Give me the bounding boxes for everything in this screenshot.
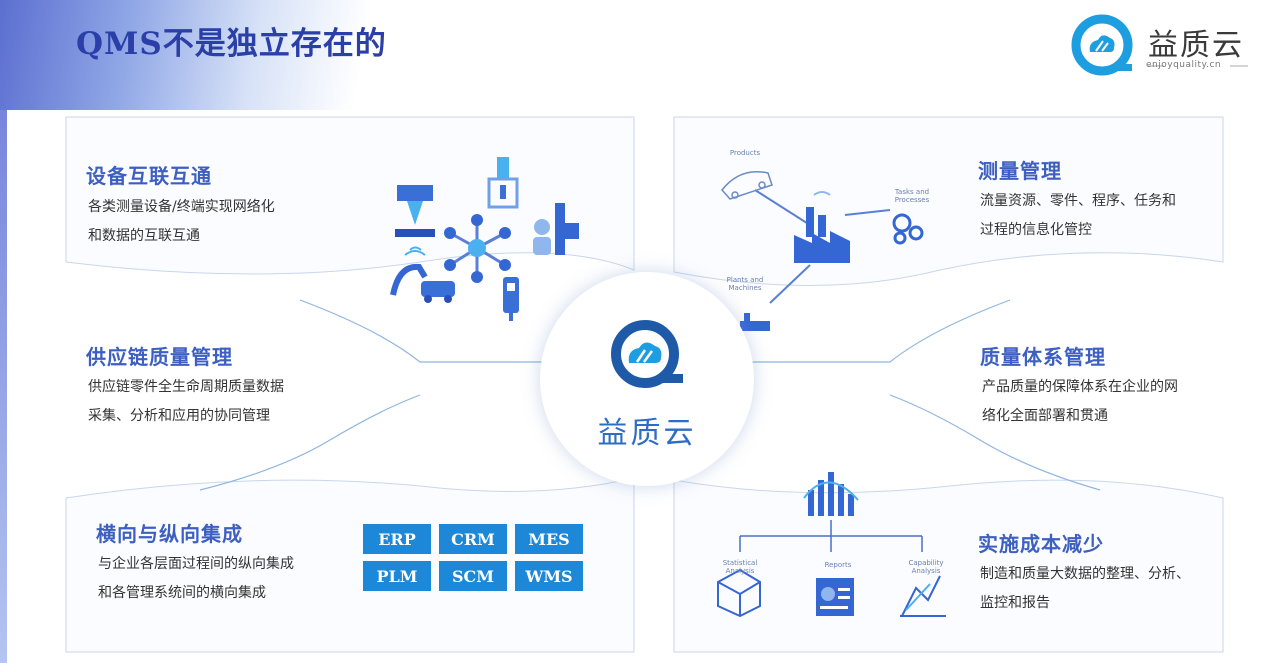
desc-line: 各类测量设备/终端实现网络化	[88, 199, 275, 215]
probe-machine-icon	[487, 157, 519, 209]
system-box-mes: MES	[515, 524, 583, 554]
logo-name: 益质云	[1148, 28, 1244, 63]
node-icon	[499, 259, 511, 271]
desc-line: 和数据的互联互通	[88, 228, 200, 244]
label-statistical: Statistical Analysis	[722, 559, 758, 575]
gears-icon	[892, 213, 924, 245]
product-car-icon	[721, 171, 773, 200]
central-hub: 益质云	[540, 272, 754, 486]
node-icon	[444, 227, 456, 239]
label-products: Products	[729, 149, 761, 157]
section-title-quality-system: 质量体系管理	[980, 345, 1106, 369]
brand-logo	[1071, 14, 1248, 76]
label-plants: Plants and Machines	[726, 276, 764, 292]
desc-line: 与企业各层面过程间的纵向集成	[98, 556, 294, 572]
robot-car-icon	[390, 246, 455, 303]
analytics-illustration	[717, 472, 946, 618]
section-title-supply: 供应链质量管理	[86, 345, 233, 369]
statistical-cube-icon	[717, 568, 761, 618]
section-desc-measurement: 流量资源、零件、程序、任务和 过程的信息化管控	[980, 187, 1230, 245]
hub-node-icon	[468, 239, 486, 257]
desc-line: 供应链零件全生命周期质量数据	[88, 379, 284, 395]
section-desc-cost: 制造和质量大数据的整理、分析、 监控和报告	[980, 560, 1230, 618]
gauge-icon	[503, 277, 519, 321]
section-desc-integration: 与企业各层面过程间的纵向集成 和各管理系统间的横向集成	[98, 550, 348, 608]
node-icon	[499, 227, 511, 239]
page-title: QMS不是独立存在的	[76, 26, 387, 62]
capability-chart-icon	[900, 575, 946, 617]
system-box-plm: PLM	[363, 561, 431, 591]
node-icon	[471, 214, 483, 226]
section-title-cost: 实施成本减少	[978, 532, 1104, 556]
label-tasks: Tasks and Processes	[894, 188, 930, 204]
section-title-integration: 横向与纵向集成	[96, 522, 243, 546]
label-reports: Reports	[824, 561, 852, 569]
section-desc-device: 各类测量设备/终端实现网络化 和数据的互联互通	[88, 193, 338, 251]
section-desc-quality-system: 产品质量的保障体系在企业的网 络化全面部署和贯通	[982, 373, 1232, 431]
desc-line: 产品质量的保障体系在企业的网	[982, 379, 1178, 395]
device-network-illustration	[390, 157, 579, 321]
system-box-scm: SCM	[439, 561, 507, 591]
report-icon	[816, 578, 854, 616]
measurement-illustration	[721, 171, 924, 331]
system-box-erp: ERP	[363, 524, 431, 554]
desc-line: 监控和报告	[980, 595, 1050, 611]
node-icon	[471, 271, 483, 283]
plant-machine-icon	[740, 313, 770, 331]
desc-line: 流量资源、零件、程序、任务和	[980, 193, 1176, 209]
left-accent-bar	[0, 0, 7, 663]
section-desc-supply: 供应链零件全生命周期质量数据 采集、分析和应用的协同管理	[88, 373, 338, 431]
section-title-device: 设备互联互通	[86, 164, 212, 188]
factory-icon	[794, 191, 850, 263]
node-icon	[444, 259, 456, 271]
cnc-machine-icon	[395, 185, 435, 237]
hub-logo-icon	[611, 320, 683, 388]
system-box-crm: CRM	[439, 524, 507, 554]
desc-line: 和各管理系统间的横向集成	[98, 585, 266, 601]
label-capability: Capability Analysis	[908, 559, 944, 575]
operator-icon	[533, 203, 579, 255]
desc-line: 采集、分析和应用的协同管理	[88, 408, 270, 424]
bar-chart-icon	[803, 472, 859, 516]
desc-line: 制造和质量大数据的整理、分析、	[980, 566, 1190, 582]
desc-line: 络化全面部署和贯通	[982, 408, 1108, 424]
system-box-wms: WMS	[515, 561, 583, 591]
hub-label: 益质云	[597, 416, 697, 451]
title-band	[0, 0, 420, 110]
logo-url: enjoyquality.cn	[1146, 60, 1222, 70]
desc-line: 过程的信息化管控	[980, 222, 1092, 238]
section-title-measurement: 测量管理	[978, 159, 1062, 183]
